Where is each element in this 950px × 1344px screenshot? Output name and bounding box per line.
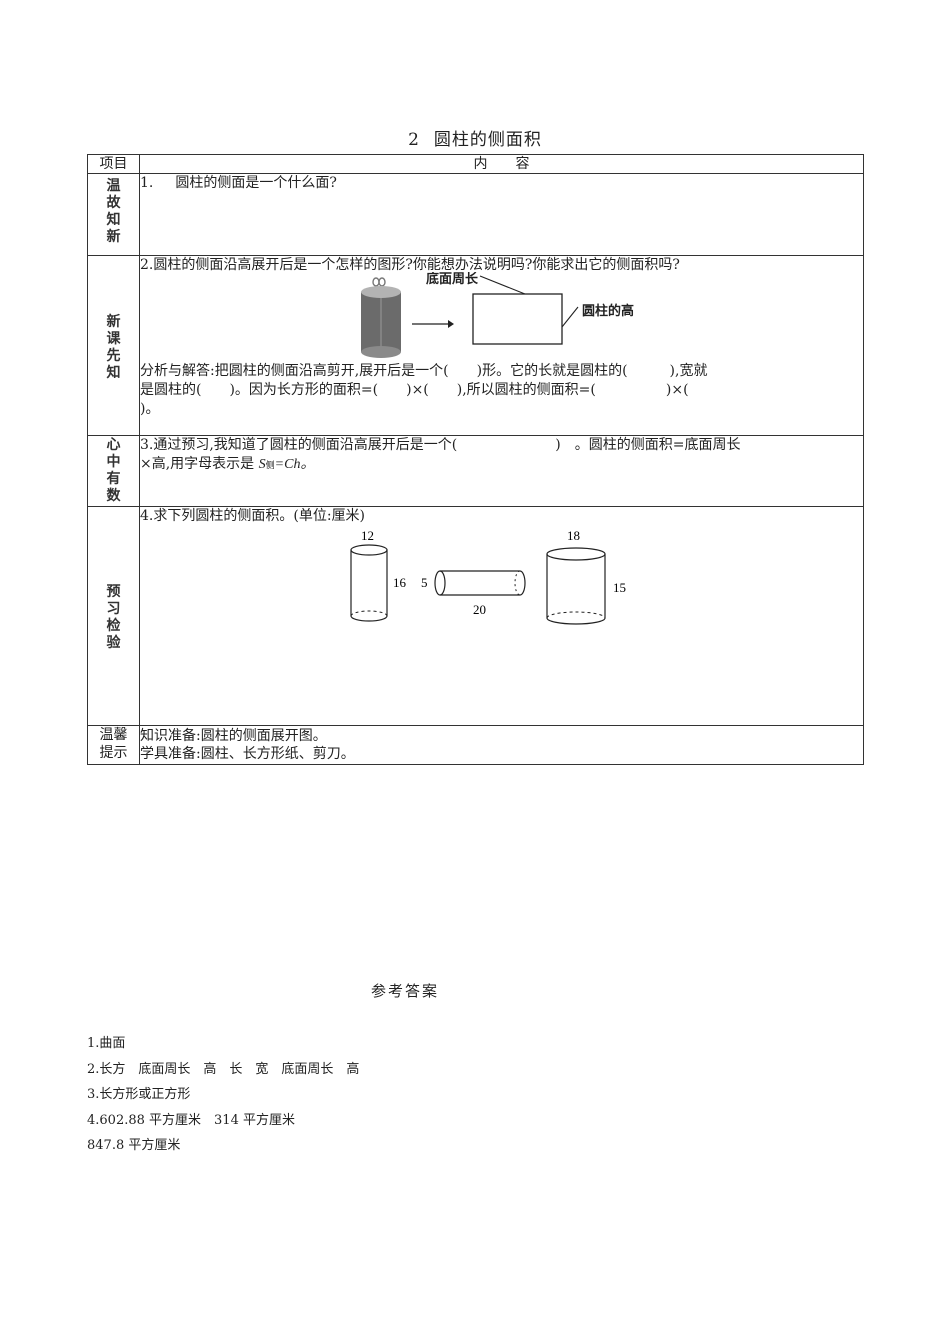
- svg-text:20: 20: [473, 602, 486, 617]
- table-header-row: 项目 内容: [87, 154, 864, 174]
- cylinder-3: 18 15: [546, 528, 626, 625]
- answer-item: 847.8 平方厘米: [87, 1138, 181, 1153]
- question-2-text: 2.圆柱的侧面沿高展开后是一个怎样的图形?你能想办法说明吗?你能求出它的侧面积吗…: [140, 257, 680, 273]
- question-3-line-1: 3.通过预习,我知道了圆柱的侧面沿高展开后是一个( ) 。圆柱的侧面积=底面周长: [140, 437, 741, 453]
- cylinder-2: 5 20: [421, 570, 526, 617]
- svg-text:底面周长: 底面周长: [426, 272, 479, 287]
- analysis-line-1: 分析与解答:把圆柱的侧面沿高剪开,展开后是一个( )形。它的长就是圆柱的( ),…: [140, 363, 708, 379]
- header-content: 内容: [139, 154, 864, 174]
- table-row-review: 温故知新 1.圆柱的侧面是一个什么面?: [87, 173, 864, 256]
- analysis-line-2: 是圆柱的( )。因为长方形的面积=( )×( ),所以圆柱的侧面积=( )×(: [140, 382, 689, 398]
- svg-text:16: 16: [393, 575, 407, 590]
- row-label-review: 温故知新: [87, 173, 140, 256]
- svg-text:5: 5: [421, 575, 428, 590]
- svg-text:12: 12: [361, 528, 374, 543]
- row-label-new-lesson: 新课先知: [87, 255, 140, 436]
- svg-text:圆柱的高: 圆柱的高: [582, 303, 634, 319]
- page-title: 2 圆柱的侧面积: [0, 125, 950, 150]
- tips: 知识准备:圆柱的侧面展开图。 学具准备:圆柱、长方形纸、剪刀。: [139, 725, 864, 765]
- answer-item: 2.长方 底面周长 高 长 宽 底面周长 高: [87, 1061, 360, 1077]
- analysis-line-3: )。: [140, 401, 160, 417]
- formula-s: S: [258, 457, 266, 472]
- question-4-text: 4.求下列圆柱的侧面积。(单位:厘米): [140, 508, 365, 524]
- svg-text:18: 18: [567, 528, 580, 543]
- cylinder-unfold-diagram: 底面周长 圆柱的高: [361, 272, 634, 358]
- question-3-line-2: ×高,用字母表示是 S侧=Ch。: [140, 456, 315, 472]
- answer-item: 3.长方形或正方形: [87, 1087, 191, 1102]
- table-row-tips: 温馨提示 知识准备:圆柱的侧面展开图。 学具准备:圆柱、长方形纸、剪刀。: [87, 725, 864, 765]
- answers-list: 1.曲面 2.长方 底面周长 高 长 宽 底面周长 高 3.长方形或正方形 4.…: [87, 1032, 359, 1160]
- cylinder-1: 12 16: [350, 528, 407, 622]
- question-3: 3.通过预习,我知道了圆柱的侧面沿高展开后是一个( ) 。圆柱的侧面积=底面周长…: [139, 435, 864, 507]
- question-4: 4.求下列圆柱的侧面积。(单位:厘米) 12 16 5: [139, 506, 864, 726]
- table-row-check: 预习检验 4.求下列圆柱的侧面积。(单位:厘米) 12 16: [87, 506, 864, 726]
- question-2: 2.圆柱的侧面沿高展开后是一个怎样的图形?你能想办法说明吗?你能求出它的侧面积吗…: [139, 255, 864, 436]
- unfold-figure: 底面周长 圆柱的高: [140, 272, 863, 362]
- answers-title: 参考答案: [370, 982, 439, 1000]
- question-1: 1.圆柱的侧面是一个什么面?: [139, 173, 864, 256]
- table-row-summary: 心中有数 3.通过预习,我知道了圆柱的侧面沿高展开后是一个( ) 。圆柱的侧面积…: [87, 435, 864, 507]
- svg-text:15: 15: [613, 580, 626, 595]
- row-label-summary: 心中有数: [87, 435, 140, 507]
- row-label-check: 预习检验: [87, 506, 140, 726]
- header-item: 项目: [87, 154, 140, 174]
- row-label-tips: 温馨提示: [87, 725, 140, 765]
- lesson-title: 圆柱的侧面积: [433, 130, 542, 150]
- answer-item: 1.曲面: [87, 1036, 126, 1051]
- tip-tools: 学具准备:圆柱、长方形纸、剪刀。: [140, 746, 355, 762]
- lesson-table: 项目 内容 温故知新 1.圆柱的侧面是一个什么面? 新课先知 2.圆柱的侧面沿高…: [87, 154, 864, 765]
- cylinders-figure: 12 16 5: [140, 526, 863, 646]
- lesson-number: 2: [408, 130, 420, 150]
- table-row-new-lesson: 新课先知 2.圆柱的侧面沿高展开后是一个怎样的图形?你能想办法说明吗?你能求出它…: [87, 255, 864, 436]
- answer-item: 4.602.88 平方厘米 314 平方厘米: [87, 1112, 295, 1128]
- tip-knowledge: 知识准备:圆柱的侧面展开图。: [140, 728, 327, 744]
